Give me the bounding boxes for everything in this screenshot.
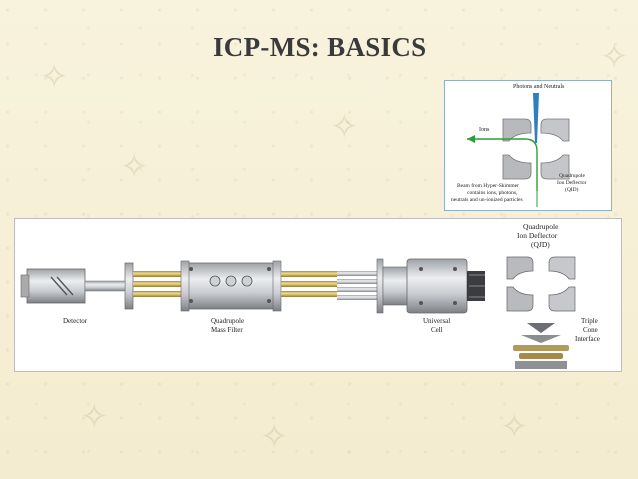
beam-desc-2: contains ions, photons, xyxy=(467,190,518,196)
detector-housing xyxy=(26,268,86,304)
qid-inset-drawing xyxy=(467,93,570,207)
beam-desc-3: neutrals and un-ionized particles xyxy=(451,197,523,203)
star-decoration: ✧ xyxy=(260,417,289,457)
label-qid-1: Quadrupole xyxy=(523,222,559,231)
label-tci-3: Interface xyxy=(575,335,600,343)
qid-inset-figure: Photons and Neutrals Ions Quadrupole Ion… xyxy=(444,80,612,211)
star-decoration: ✧ xyxy=(330,107,359,147)
star-decoration: ✧ xyxy=(500,407,529,447)
label-qid-2: Ion Deflector xyxy=(517,231,558,240)
label-uc-1: Universal xyxy=(423,317,451,325)
rod-bottom-left xyxy=(502,154,532,180)
rod-top-right xyxy=(540,118,570,142)
star-decoration: ✧ xyxy=(120,147,149,187)
label-uc-2: Cell xyxy=(431,326,443,334)
ions-label: Ions xyxy=(479,127,490,133)
icpms-schematic-drawing xyxy=(20,256,576,369)
label-qid-3: (QJD) xyxy=(531,240,550,249)
star-decoration: ✧ xyxy=(600,37,629,77)
ion-beam xyxy=(467,138,538,191)
label-qmf-2: Mass Filter xyxy=(211,326,243,334)
gold-rod xyxy=(133,271,185,277)
label-qmf-1: Quadrupole xyxy=(211,317,245,325)
flange xyxy=(124,262,134,310)
ion-beam-arrowhead xyxy=(467,135,475,143)
rod-top-left xyxy=(502,118,532,142)
rod-bottom-right xyxy=(540,154,570,180)
qid-inset-label-1: Quadrupole xyxy=(559,173,585,179)
universal-cell-body xyxy=(406,258,468,314)
photons-neutrals-label: Photons and Neutrals xyxy=(513,84,565,90)
qid-inset-label-3: (QID) xyxy=(565,187,579,193)
label-tci-1: Triple xyxy=(581,317,598,325)
star-decoration: ✧ xyxy=(40,57,69,97)
label-tci-2: Cone xyxy=(583,326,598,334)
cone-1 xyxy=(527,323,555,333)
beam-desc-1: Beam from Hyper-Skimmer xyxy=(457,183,519,189)
neutral-beam xyxy=(533,93,539,143)
icpms-schematic: Detector Quadrupole Mass Filter Universa… xyxy=(14,218,622,372)
label-detector: Detector xyxy=(63,317,88,325)
qid-inset-label-2: Ion Deflector xyxy=(557,180,587,186)
slide-title: ICP-MS: BASICS xyxy=(213,32,427,62)
star-decoration: ✧ xyxy=(80,397,109,437)
